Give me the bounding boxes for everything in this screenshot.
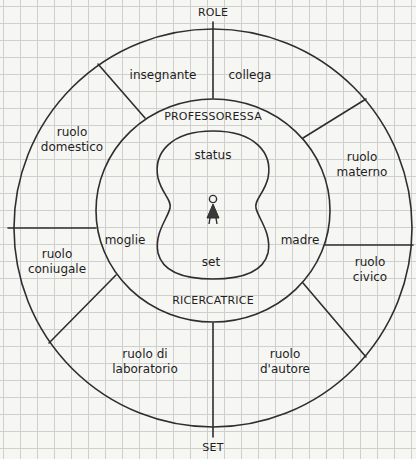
- sector-line: [303, 99, 366, 138]
- role-label: insegnante: [130, 68, 197, 83]
- sector-line: [325, 244, 413, 246]
- sector-line: [8, 227, 96, 229]
- status-label: madre: [281, 233, 320, 248]
- status-ring: PROFESSORESSA moglie madreRICERCATRICE stat…: [95, 98, 331, 323]
- axis-label: SET: [202, 440, 223, 455]
- core-label: set: [202, 255, 220, 270]
- role-label: collega: [229, 68, 272, 83]
- person-figure: [207, 195, 219, 224]
- role-label: ruolo materno: [330, 150, 394, 180]
- sector-line: [49, 275, 116, 343]
- role-label: ruolo civico: [342, 255, 398, 285]
- role-label: ruolo di laboratorio: [103, 347, 187, 377]
- role-label: ruolo coniugale: [19, 247, 95, 277]
- role-circle-line: [14, 29, 412, 427]
- status-label: moglie: [105, 233, 146, 248]
- role-label: ruolo d'autore: [252, 347, 318, 377]
- role-circle-outline: [13, 28, 413, 428]
- status-set-blob-line: [157, 131, 269, 279]
- core-label: status: [195, 148, 232, 163]
- status-ring-line: [96, 99, 330, 322]
- role-label: ruolo domestico: [34, 125, 110, 155]
- role-circle: insegnante collega ruolo domestico ruolo ma…: [13, 28, 413, 428]
- status-label: RICERCATRICE: [172, 293, 254, 308]
- sector-line: [303, 283, 366, 357]
- axis-line: [212, 323, 214, 437]
- status-label: PROFESSORESSA: [164, 109, 262, 124]
- axis-label: ROLE: [198, 5, 228, 20]
- status-set-blob: status set: [150, 128, 276, 282]
- axis-line: [212, 22, 214, 98]
